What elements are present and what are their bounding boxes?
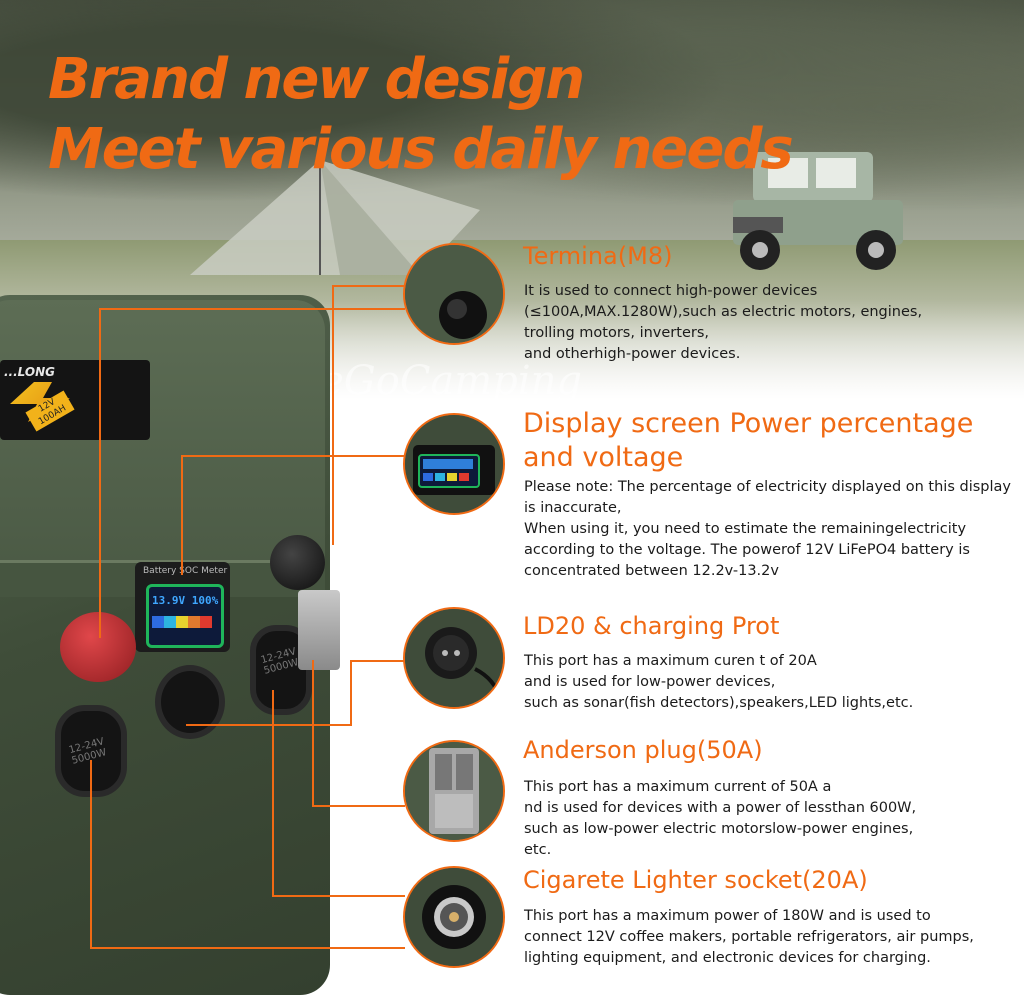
feature-body-line: (≤100A,MAX.1280W),such as electric motor… — [524, 304, 923, 320]
connector-line — [312, 660, 314, 806]
positive-terminal-icon — [60, 612, 136, 682]
connector-line — [90, 947, 405, 949]
ld20-port-socket-icon — [155, 665, 225, 739]
connector-line — [272, 690, 274, 896]
feature-body-line: This port has a maximum power of 180W an… — [524, 908, 974, 966]
feature-title-display-line-2: and voltage — [523, 442, 684, 473]
connector-line — [181, 455, 183, 575]
connector-line — [332, 285, 334, 545]
display-digits: 13.9V 100% — [152, 594, 219, 607]
connector-line — [99, 308, 405, 310]
feature-title-display-line-1: Display screen Power percentage — [523, 408, 974, 439]
watermark-script: JoeGoCamping — [280, 358, 582, 404]
feature-body-anderson: This port has a maximum current of 50A a… — [524, 777, 1024, 861]
feature-body-line: such as low-power electric motorslow-pow… — [524, 821, 914, 837]
feature-body-line: such as sonar(fish detectors),speakers,L… — [524, 695, 914, 711]
cigarette-socket-icon — [405, 868, 503, 966]
feature-title-ld20: LD20 & charging Prot — [523, 612, 780, 640]
anderson-callout — [403, 740, 505, 842]
connector-line — [99, 308, 101, 638]
connector-line — [186, 724, 351, 726]
connector-line — [90, 760, 92, 949]
feature-body-line: This port has a maximum current of 50A a — [524, 779, 832, 795]
ld20-callout — [403, 607, 505, 709]
feature-body-line: trolling motors, inverters, — [524, 325, 709, 341]
feature-body-display: Please note: The percentage of electrici… — [524, 477, 1024, 582]
anderson-plug-icon — [405, 742, 503, 840]
connector-line — [350, 660, 352, 726]
ld20-port-icon — [405, 609, 503, 707]
feature-body-cigarette: This port has a maximum power of 180W an… — [524, 906, 974, 969]
feature-body-terminal: It is used to connect high-power devices… — [524, 281, 1024, 365]
feature-body-line: and is used for low-power devices, — [524, 674, 776, 690]
connector-line — [332, 285, 405, 287]
terminal-knob-icon — [405, 245, 503, 343]
product-label-brand: ...LONG — [4, 365, 55, 379]
feature-body-line: This port has a maximum curen t of 20A — [524, 653, 817, 669]
feature-title-anderson: Anderson plug(50A) — [523, 736, 763, 764]
headline-line-2: Meet various daily needs — [48, 117, 794, 182]
anderson-plug-icon — [298, 590, 340, 670]
connector-line — [181, 455, 405, 457]
feature-body-line: nd is used for devices with a power of l… — [524, 800, 917, 816]
feature-body-ld20: This port has a maximum curen t of 20A a… — [524, 651, 1024, 714]
watermark-caption: FOREST MOTOR TO... — [355, 400, 569, 418]
feature-body-line: It is used to connect high-power devices — [524, 283, 818, 299]
battery-box-lid — [0, 300, 325, 590]
tent-icon — [190, 160, 480, 275]
connector-line — [272, 895, 405, 897]
connector-line — [312, 805, 405, 807]
feature-body-line: When using it, you need to estimate the … — [524, 521, 970, 579]
headline-line-1: Brand new design — [48, 47, 585, 112]
display-caption: Battery SOC Meter — [143, 566, 228, 576]
terminal-callout — [403, 243, 505, 345]
feature-body-line: and otherhigh-power devices. — [524, 346, 741, 362]
m8-terminal-knob-icon — [270, 535, 325, 590]
cigarette-callout — [403, 866, 505, 968]
display-meter-icon — [405, 415, 503, 513]
feature-body-line: etc. — [524, 842, 552, 858]
feature-title-cigarette: Cigarete Lighter socket(20A) — [523, 866, 868, 894]
vehicle-icon — [733, 152, 903, 270]
display-callout — [403, 413, 505, 515]
feature-title-terminal: Termina(M8) — [523, 242, 673, 270]
display-bars — [152, 616, 212, 628]
connector-line — [350, 660, 405, 662]
feature-body-line: Please note: The percentage of electrici… — [524, 479, 1011, 516]
